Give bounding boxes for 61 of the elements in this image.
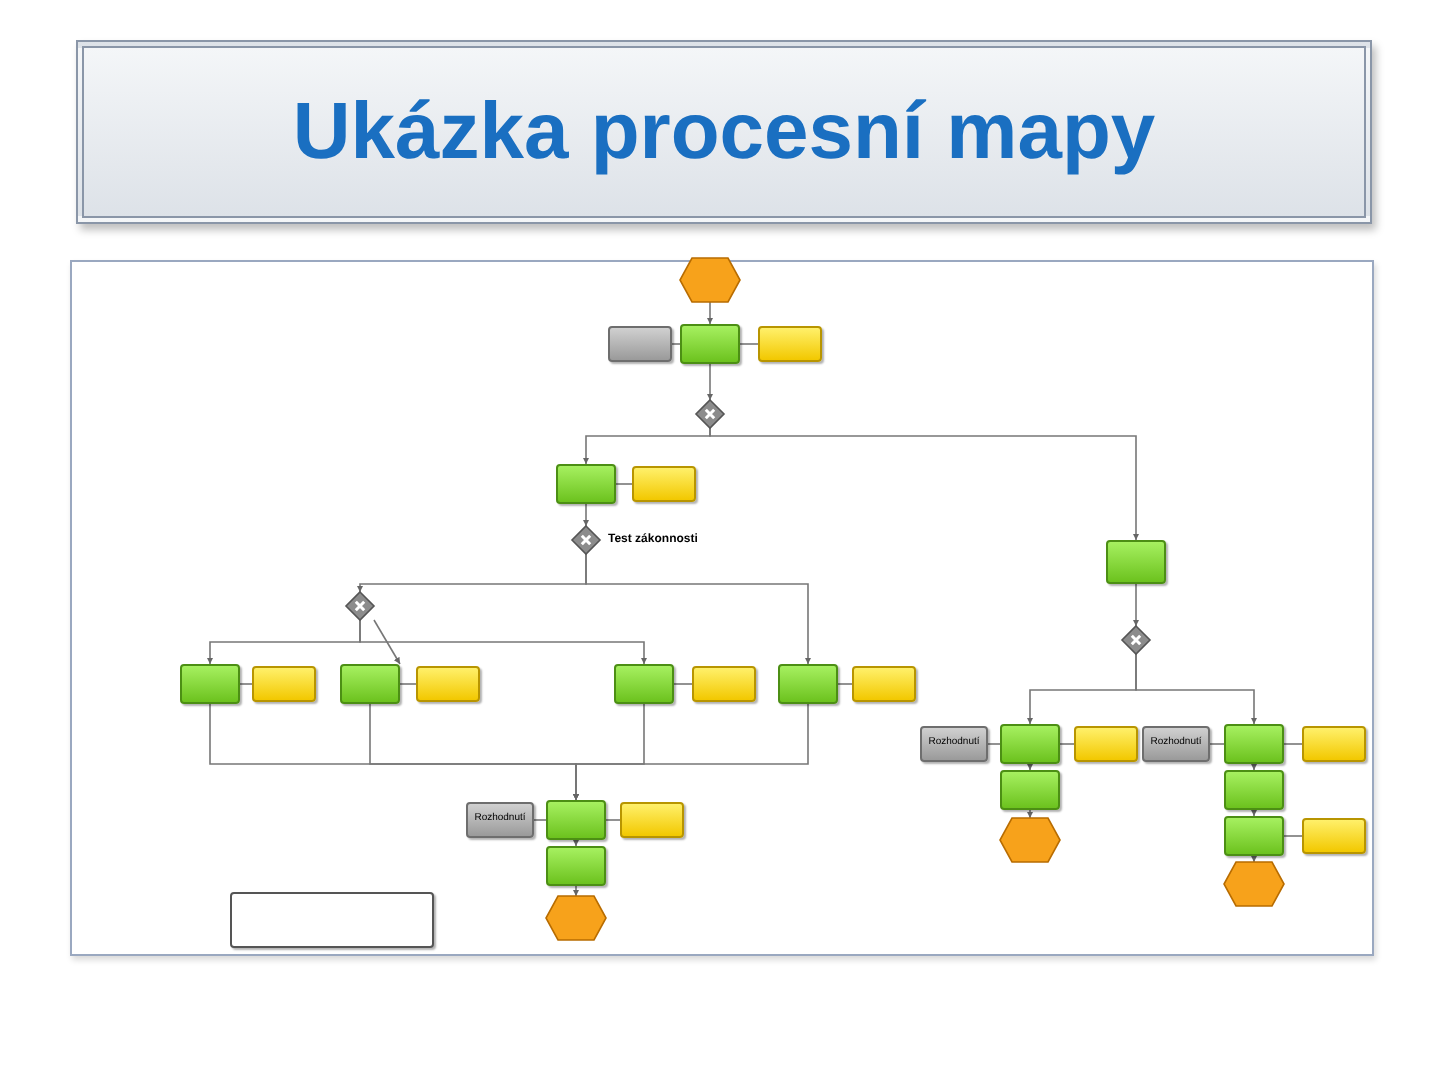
connector-line	[533, 819, 547, 821]
function-box	[546, 800, 606, 840]
arrow	[1250, 855, 1258, 863]
connector-line	[605, 819, 621, 821]
arrow	[585, 553, 812, 665]
role-box	[252, 666, 316, 702]
arrow	[582, 503, 590, 527]
function-box	[1224, 816, 1284, 856]
document-box	[1142, 726, 1210, 762]
role-box	[1302, 726, 1366, 762]
arrow	[706, 301, 714, 325]
arrow	[1250, 809, 1258, 817]
role-box	[1302, 818, 1366, 854]
function-box	[1224, 770, 1284, 810]
role-box	[692, 666, 756, 702]
function-box	[680, 324, 740, 364]
connector-line	[739, 343, 759, 345]
function-box	[546, 846, 606, 886]
arrow	[1135, 653, 1258, 725]
connector-line	[837, 683, 853, 685]
role-box	[416, 666, 480, 702]
note-box	[230, 892, 434, 948]
function-box	[340, 664, 400, 704]
arrow	[1250, 763, 1258, 771]
connector-line	[671, 343, 681, 345]
connector-line	[1283, 835, 1303, 837]
arrow	[359, 619, 648, 665]
role-box	[852, 666, 916, 702]
role-box	[1074, 726, 1138, 762]
arrow	[572, 839, 580, 847]
arrow	[373, 619, 401, 665]
arrow	[572, 885, 580, 897]
function-box	[556, 464, 616, 504]
connector-line	[673, 683, 693, 685]
connector-line	[615, 483, 633, 485]
function-box	[1000, 724, 1060, 764]
function-box	[614, 664, 674, 704]
arrow	[706, 363, 714, 401]
function-box	[1224, 724, 1284, 764]
connector-line	[1283, 743, 1303, 745]
arrow	[709, 427, 1140, 541]
arrow	[1026, 809, 1034, 819]
document-box	[608, 326, 672, 362]
function-box	[1000, 770, 1060, 810]
connector-line	[399, 683, 417, 685]
arrow	[1026, 763, 1034, 771]
document-box	[920, 726, 988, 762]
arrow	[1132, 583, 1140, 627]
connector-line	[1209, 743, 1225, 745]
function-box	[180, 664, 240, 704]
role-box	[632, 466, 696, 502]
title: Ukázka procesní mapy	[292, 87, 1156, 177]
document-box	[466, 802, 534, 838]
function-box	[778, 664, 838, 704]
connector-line	[1059, 743, 1075, 745]
function-box	[1106, 540, 1166, 584]
arrow	[572, 703, 809, 801]
connector-line	[987, 743, 1001, 745]
connector-line	[239, 683, 253, 685]
role-box	[620, 802, 684, 838]
role-box	[758, 326, 822, 362]
